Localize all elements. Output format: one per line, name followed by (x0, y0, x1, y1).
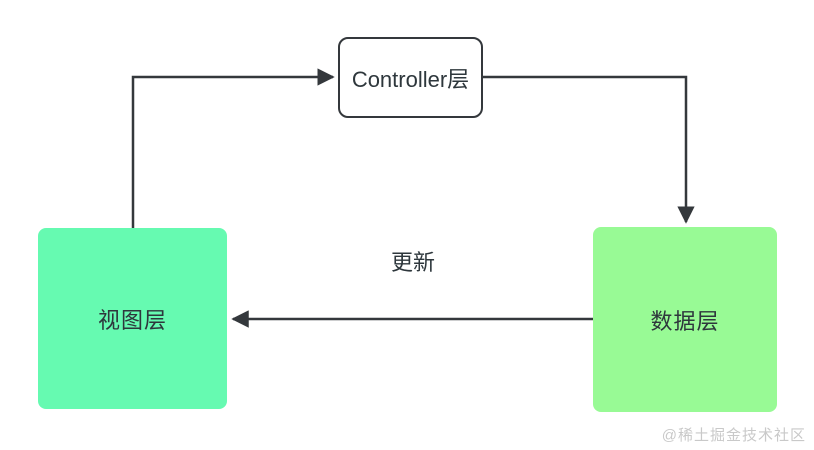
data-node: 数据层 (593, 227, 777, 412)
edge-label-update: 更新 (390, 250, 436, 275)
edge-controller-to-data (483, 75, 695, 224)
view-node-label: 视图层 (97, 307, 167, 333)
controller-node-label: Controller层 (351, 66, 470, 92)
edge-view-to-controller (131, 68, 335, 228)
view-node: 视图层 (38, 228, 227, 409)
watermark: @稀土掘金技术社区 (661, 427, 806, 444)
data-node-label: 数据层 (650, 308, 720, 334)
controller-node: Controller层 (338, 37, 483, 118)
